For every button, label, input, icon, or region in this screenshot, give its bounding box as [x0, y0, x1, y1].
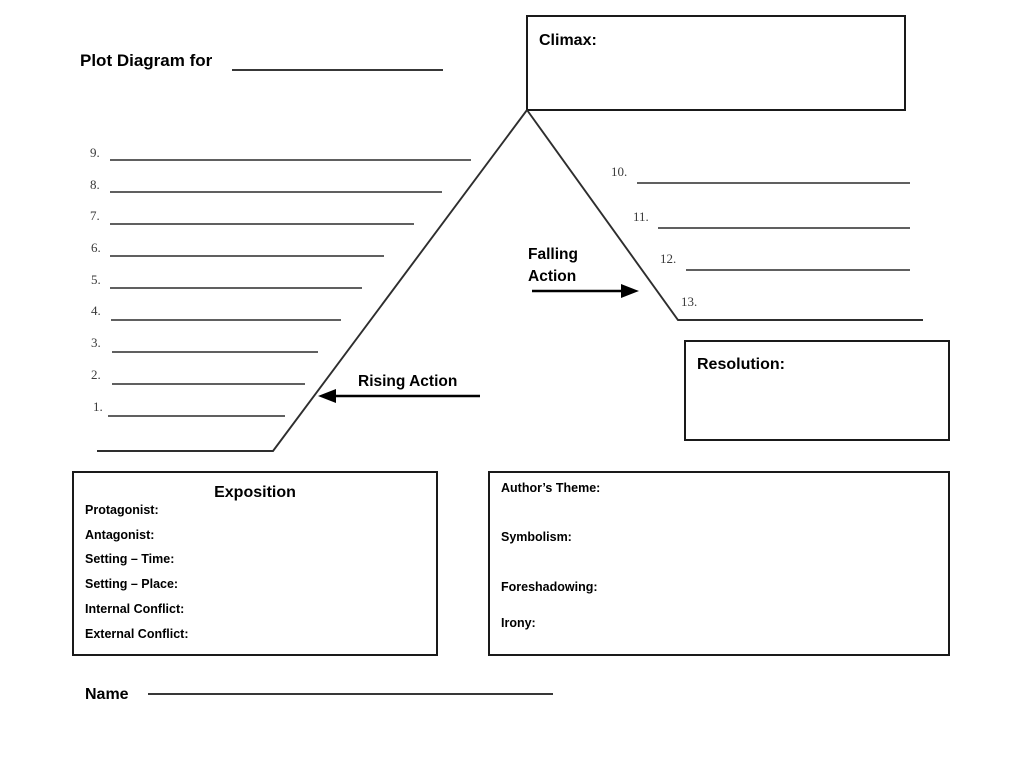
rising-item-number: 3.	[91, 335, 101, 350]
rising-item-number: 5.	[91, 272, 101, 287]
rising-item-number: 9.	[90, 145, 100, 160]
climax-label: Climax:	[539, 32, 597, 49]
literary-field-foreshadowing[interactable]: Foreshadowing:	[501, 580, 598, 594]
literary-field-irony[interactable]: Irony:	[501, 616, 536, 630]
literary-field-symbolism[interactable]: Symbolism:	[501, 530, 572, 544]
literary-elements-fields: Author’s Theme: Symbolism: Foreshadowing…	[501, 481, 600, 630]
resolution-box[interactable]	[684, 340, 950, 441]
exposition-field-external-conflict[interactable]: External Conflict:	[85, 627, 189, 641]
falling-item-number: 10.	[611, 164, 627, 179]
rising-action-label: Rising Action	[358, 373, 457, 390]
exposition-field-antagonist[interactable]: Antagonist:	[85, 528, 154, 542]
falling-item-number: 13.	[681, 294, 697, 309]
falling-action-slope-line	[526, 109, 923, 321]
page-title: Plot Diagram for	[80, 51, 213, 70]
exposition-field-protagonist[interactable]: Protagonist:	[85, 503, 159, 517]
rising-action-slope-line	[97, 109, 528, 452]
rising-item-number: 8.	[90, 177, 100, 192]
exposition-box[interactable]	[72, 471, 438, 656]
rising-item-number: 2.	[91, 367, 101, 382]
exposition-field-internal-conflict[interactable]: Internal Conflict:	[85, 602, 184, 616]
climax-box[interactable]	[526, 15, 906, 111]
rising-item-number: 6.	[91, 240, 101, 255]
falling-action-arrow-icon	[532, 284, 639, 298]
literary-elements-box[interactable]	[488, 471, 950, 656]
literary-field-authors-theme[interactable]: Author’s Theme:	[501, 481, 600, 495]
falling-action-list: 10. 11. 12. 13.	[611, 164, 910, 309]
rising-item-number: 7.	[90, 208, 100, 223]
rising-action-arrow-icon	[318, 389, 480, 403]
exposition-field-setting-place[interactable]: Setting – Place:	[85, 577, 178, 591]
name-label: Name	[85, 686, 129, 703]
falling-action-label-line1: Falling	[528, 246, 578, 263]
exposition-field-setting-time[interactable]: Setting – Time:	[85, 552, 174, 566]
rising-item-number: 1.	[93, 399, 103, 414]
falling-item-number: 11.	[633, 209, 649, 224]
falling-item-number: 12.	[660, 251, 676, 266]
rising-action-list: 9. 8. 7. 6. 5. 4. 3. 2. 1.	[90, 145, 471, 417]
exposition-title: Exposition	[214, 484, 296, 501]
falling-action-label-line2: Action	[528, 268, 576, 285]
resolution-label: Resolution:	[697, 356, 785, 373]
rising-item-number: 4.	[91, 303, 101, 318]
exposition-fields: Protagonist: Antagonist: Setting – Time:…	[85, 503, 189, 641]
